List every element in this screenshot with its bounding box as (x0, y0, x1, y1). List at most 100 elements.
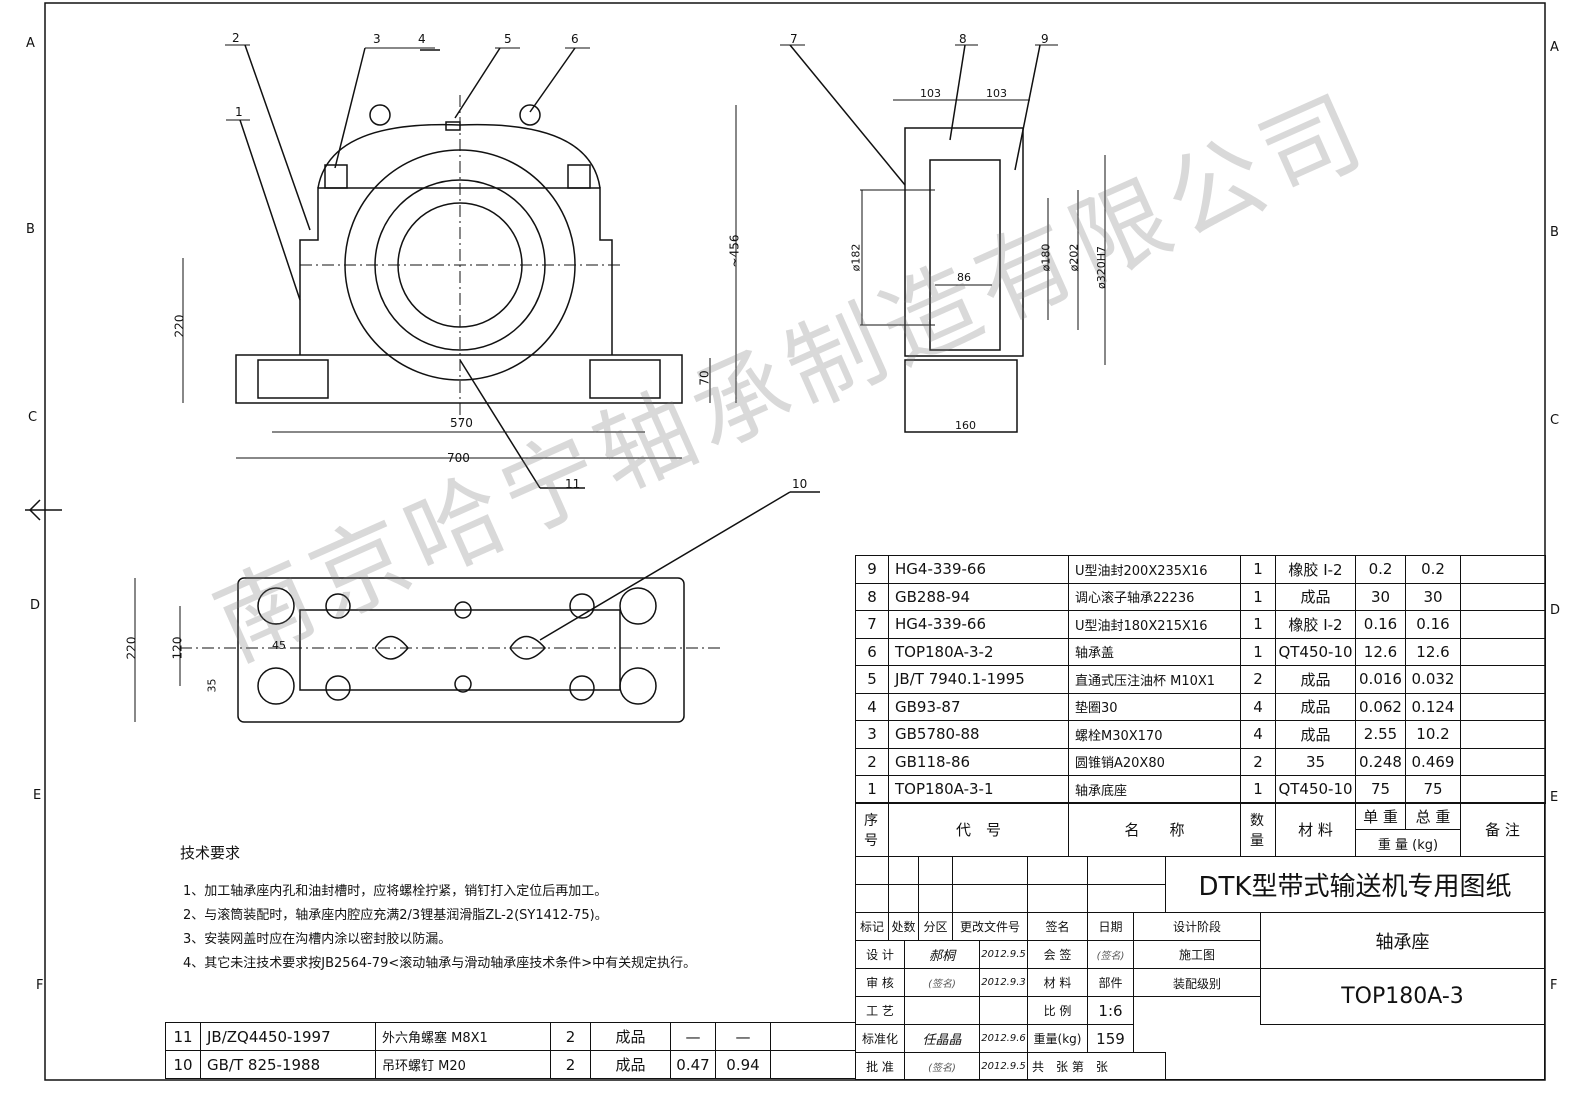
zone-label: B (26, 222, 35, 237)
zone-label: D (30, 598, 41, 613)
cell-no: 9 (855, 555, 889, 584)
cell-unit-weight: 12.6 (1355, 637, 1406, 666)
cell-unit-weight: 0.2 (1355, 555, 1406, 584)
tech-requirements-title: 技术要求 (180, 844, 241, 862)
approve-signature: (签名) (904, 1052, 980, 1080)
cell-name: 直通式压注油杯 M10X1 (1068, 665, 1241, 694)
zone-label: C (28, 410, 38, 425)
drawing-frame (44, 2, 1546, 1081)
tech-requirement: 3、安装网盖时应在沟槽内涂以密封胶以防漏。 (183, 932, 452, 947)
cell-material: 成品 (1275, 582, 1356, 611)
header-unit-weight: 单 重 (1355, 802, 1406, 830)
cell-qty: 1 (1240, 555, 1276, 584)
cell-code: TOP180A-3-1 (888, 775, 1069, 804)
cell-no: 4 (855, 692, 889, 721)
cell-remark (1460, 637, 1546, 666)
cell-unit-weight: 30 (1355, 582, 1406, 611)
dimension: ø202 (1067, 243, 1081, 272)
cell-qty: 1 (1240, 582, 1276, 611)
weight-value: 159 (1087, 1024, 1134, 1053)
cell-code: JB/ZQ4450-1997 (200, 1022, 376, 1051)
zone-label: C (1550, 413, 1560, 428)
balloon: 1 (235, 105, 243, 119)
front-view (182, 44, 737, 489)
cell-total-weight: 0.469 (1405, 747, 1461, 776)
cell-code: HG4-339-66 (888, 610, 1069, 639)
cell-material: 成品 (1275, 665, 1356, 694)
dimension: 45 (272, 639, 286, 652)
header-mark: 标记 (855, 912, 889, 941)
cell-total-weight: 0.16 (1405, 610, 1461, 639)
scale-value: 1:6 (1087, 996, 1134, 1025)
cell-remark (1460, 610, 1546, 639)
cell-code: JB/T 7940.1-1995 (888, 665, 1069, 694)
cell-qty: 2 (1240, 665, 1276, 694)
balloon: 4 (418, 32, 426, 46)
sheets-label: 共 张 第 张 (1027, 1052, 1166, 1080)
cell-total-weight: — (715, 1022, 771, 1051)
balloon: 7 (790, 32, 798, 46)
zone-label: F (1550, 978, 1558, 993)
cell-remark (770, 1022, 856, 1051)
dimension: 570 (450, 416, 473, 430)
cell-no: 10 (165, 1050, 201, 1079)
cell-material: QT450-10 (1275, 775, 1356, 804)
cell-total-weight: 0.032 (1405, 665, 1461, 694)
cell-total-weight: 12.6 (1405, 637, 1461, 666)
header-code: 代 号 (888, 802, 1069, 857)
dimension: 35 (205, 678, 219, 693)
side-view (789, 44, 1106, 433)
cell-name: 圆锥销A20X80 (1068, 747, 1241, 776)
cell-material: 35 (1275, 747, 1356, 776)
cell-remark (1460, 720, 1546, 749)
cell-material: 成品 (1275, 692, 1356, 721)
zone-label: D (1550, 603, 1561, 618)
check-signature: (签名) (904, 968, 980, 997)
material-value: 部件 (1087, 968, 1134, 997)
cell-no: 11 (165, 1022, 201, 1051)
cell-no: 6 (855, 637, 889, 666)
design-label: 设 计 (855, 940, 905, 969)
cell-material: 成品 (590, 1022, 671, 1051)
cell-material: 橡胶 I-2 (1275, 555, 1356, 584)
cell-code: GB118-86 (888, 747, 1069, 776)
cell-unit-weight: 0.062 (1355, 692, 1406, 721)
approve-date: 2012.9.5 (979, 1052, 1028, 1080)
dimension: 70 (697, 370, 712, 386)
balloon: 10 (792, 477, 808, 491)
design-signature: 郝桐 (904, 940, 980, 969)
cell-total-weight: 0.2 (1405, 555, 1461, 584)
orientation-arrow (28, 499, 41, 521)
header-count: 处数 (888, 912, 919, 941)
dimension: 700 (447, 451, 470, 465)
balloon: 9 (1041, 32, 1049, 46)
header-no: 序号 (855, 802, 889, 857)
cell-material: 橡胶 I-2 (1275, 610, 1356, 639)
cell-qty: 4 (1240, 720, 1276, 749)
drawing-number: TOP180A-3 (1260, 968, 1545, 1025)
part-name: 轴承座 (1260, 912, 1545, 969)
cell-qty: 2 (550, 1022, 591, 1051)
cell-no: 7 (855, 610, 889, 639)
project-title: DTK型带式输送机专用图纸 (1165, 856, 1545, 913)
cell-name: 轴承盖 (1068, 637, 1241, 666)
header-name: 名 称 (1068, 802, 1241, 857)
design-date: 2012.9.5 (979, 940, 1028, 969)
stage-value: 施工图 (1133, 940, 1261, 969)
cell-qty: 1 (1240, 775, 1276, 804)
cell-unit-weight: 0.47 (670, 1050, 716, 1079)
header-date: 日期 (1087, 912, 1134, 941)
cell-total-weight: 0.94 (715, 1050, 771, 1079)
tech-requirement: 2、与滚筒装配时，轴承座内腔应充满2/3锂基润滑脂ZL-2(SY1412-75)… (183, 908, 608, 923)
balloon: 3 (373, 32, 381, 46)
cell-qty: 1 (1240, 637, 1276, 666)
weight-label: 重量(kg) (1027, 1024, 1088, 1053)
header-qty: 数量 (1240, 802, 1276, 857)
cell-material: 成品 (590, 1050, 671, 1079)
dimension: ø180 (1039, 243, 1053, 272)
cell-code: GB93-87 (888, 692, 1069, 721)
cell-no: 5 (855, 665, 889, 694)
cell-remark (1460, 692, 1546, 721)
cell-name: 垫圈30 (1068, 692, 1241, 721)
